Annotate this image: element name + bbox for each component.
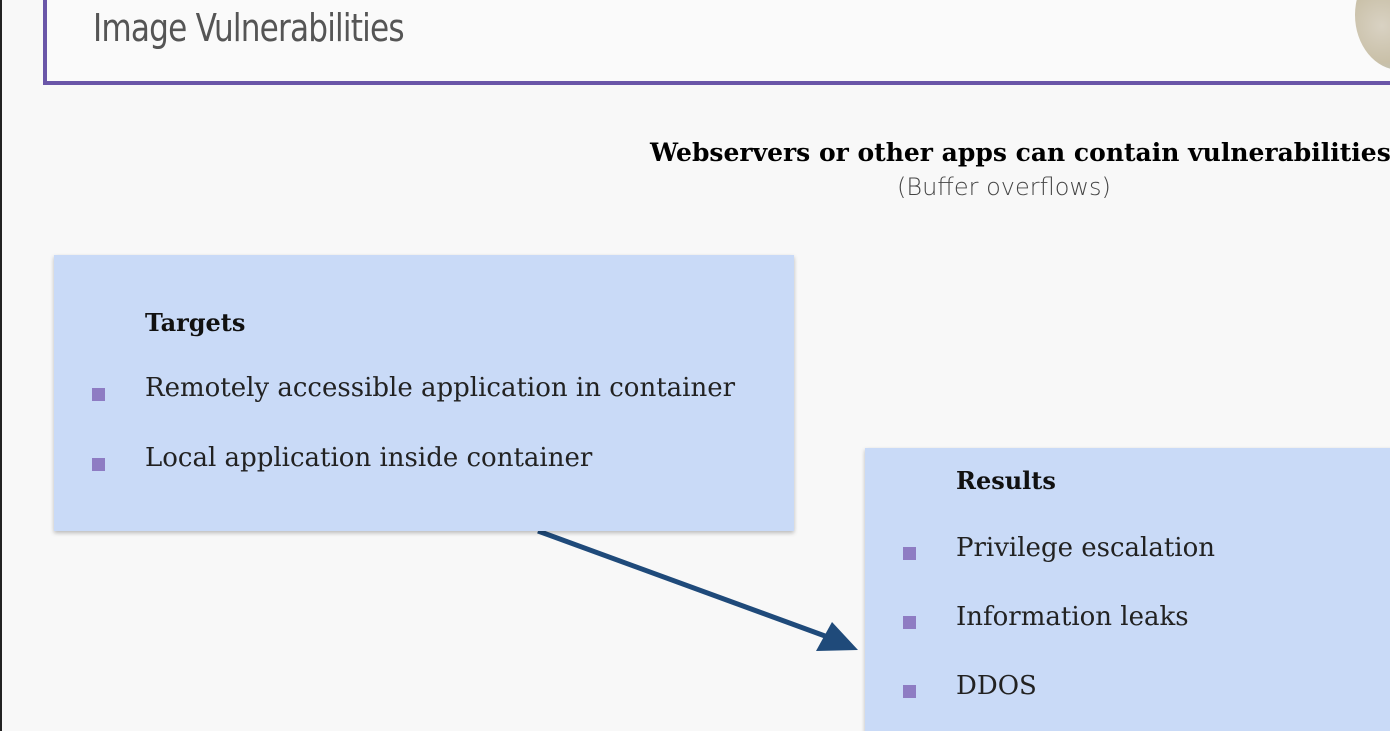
targets-item: Local application inside container	[145, 443, 593, 473]
subline-text: (Buffer overflows)	[897, 173, 1111, 201]
targets-item: Remotely accessible application in conta…	[145, 373, 736, 403]
targets-title: Targets	[145, 308, 246, 337]
targets-card: Targets Remotely accessible application …	[54, 255, 794, 531]
square-bullet-icon	[92, 458, 105, 471]
title-frame	[43, 0, 1390, 85]
headline-text: Webservers or other apps can contain vul…	[650, 138, 1390, 167]
square-bullet-icon	[903, 547, 916, 560]
window-edge	[0, 0, 2, 731]
results-item: Privilege escalation	[956, 533, 1216, 563]
square-bullet-icon	[92, 388, 105, 401]
results-card: Results Privilege escalation Information…	[865, 448, 1390, 731]
results-title: Results	[956, 466, 1056, 495]
square-bullet-icon	[903, 616, 916, 629]
results-item: Information leaks	[956, 602, 1189, 632]
slide-title: Image Vulnerabilities	[93, 6, 405, 50]
square-bullet-icon	[903, 685, 916, 698]
results-item: DDOS	[956, 671, 1037, 701]
